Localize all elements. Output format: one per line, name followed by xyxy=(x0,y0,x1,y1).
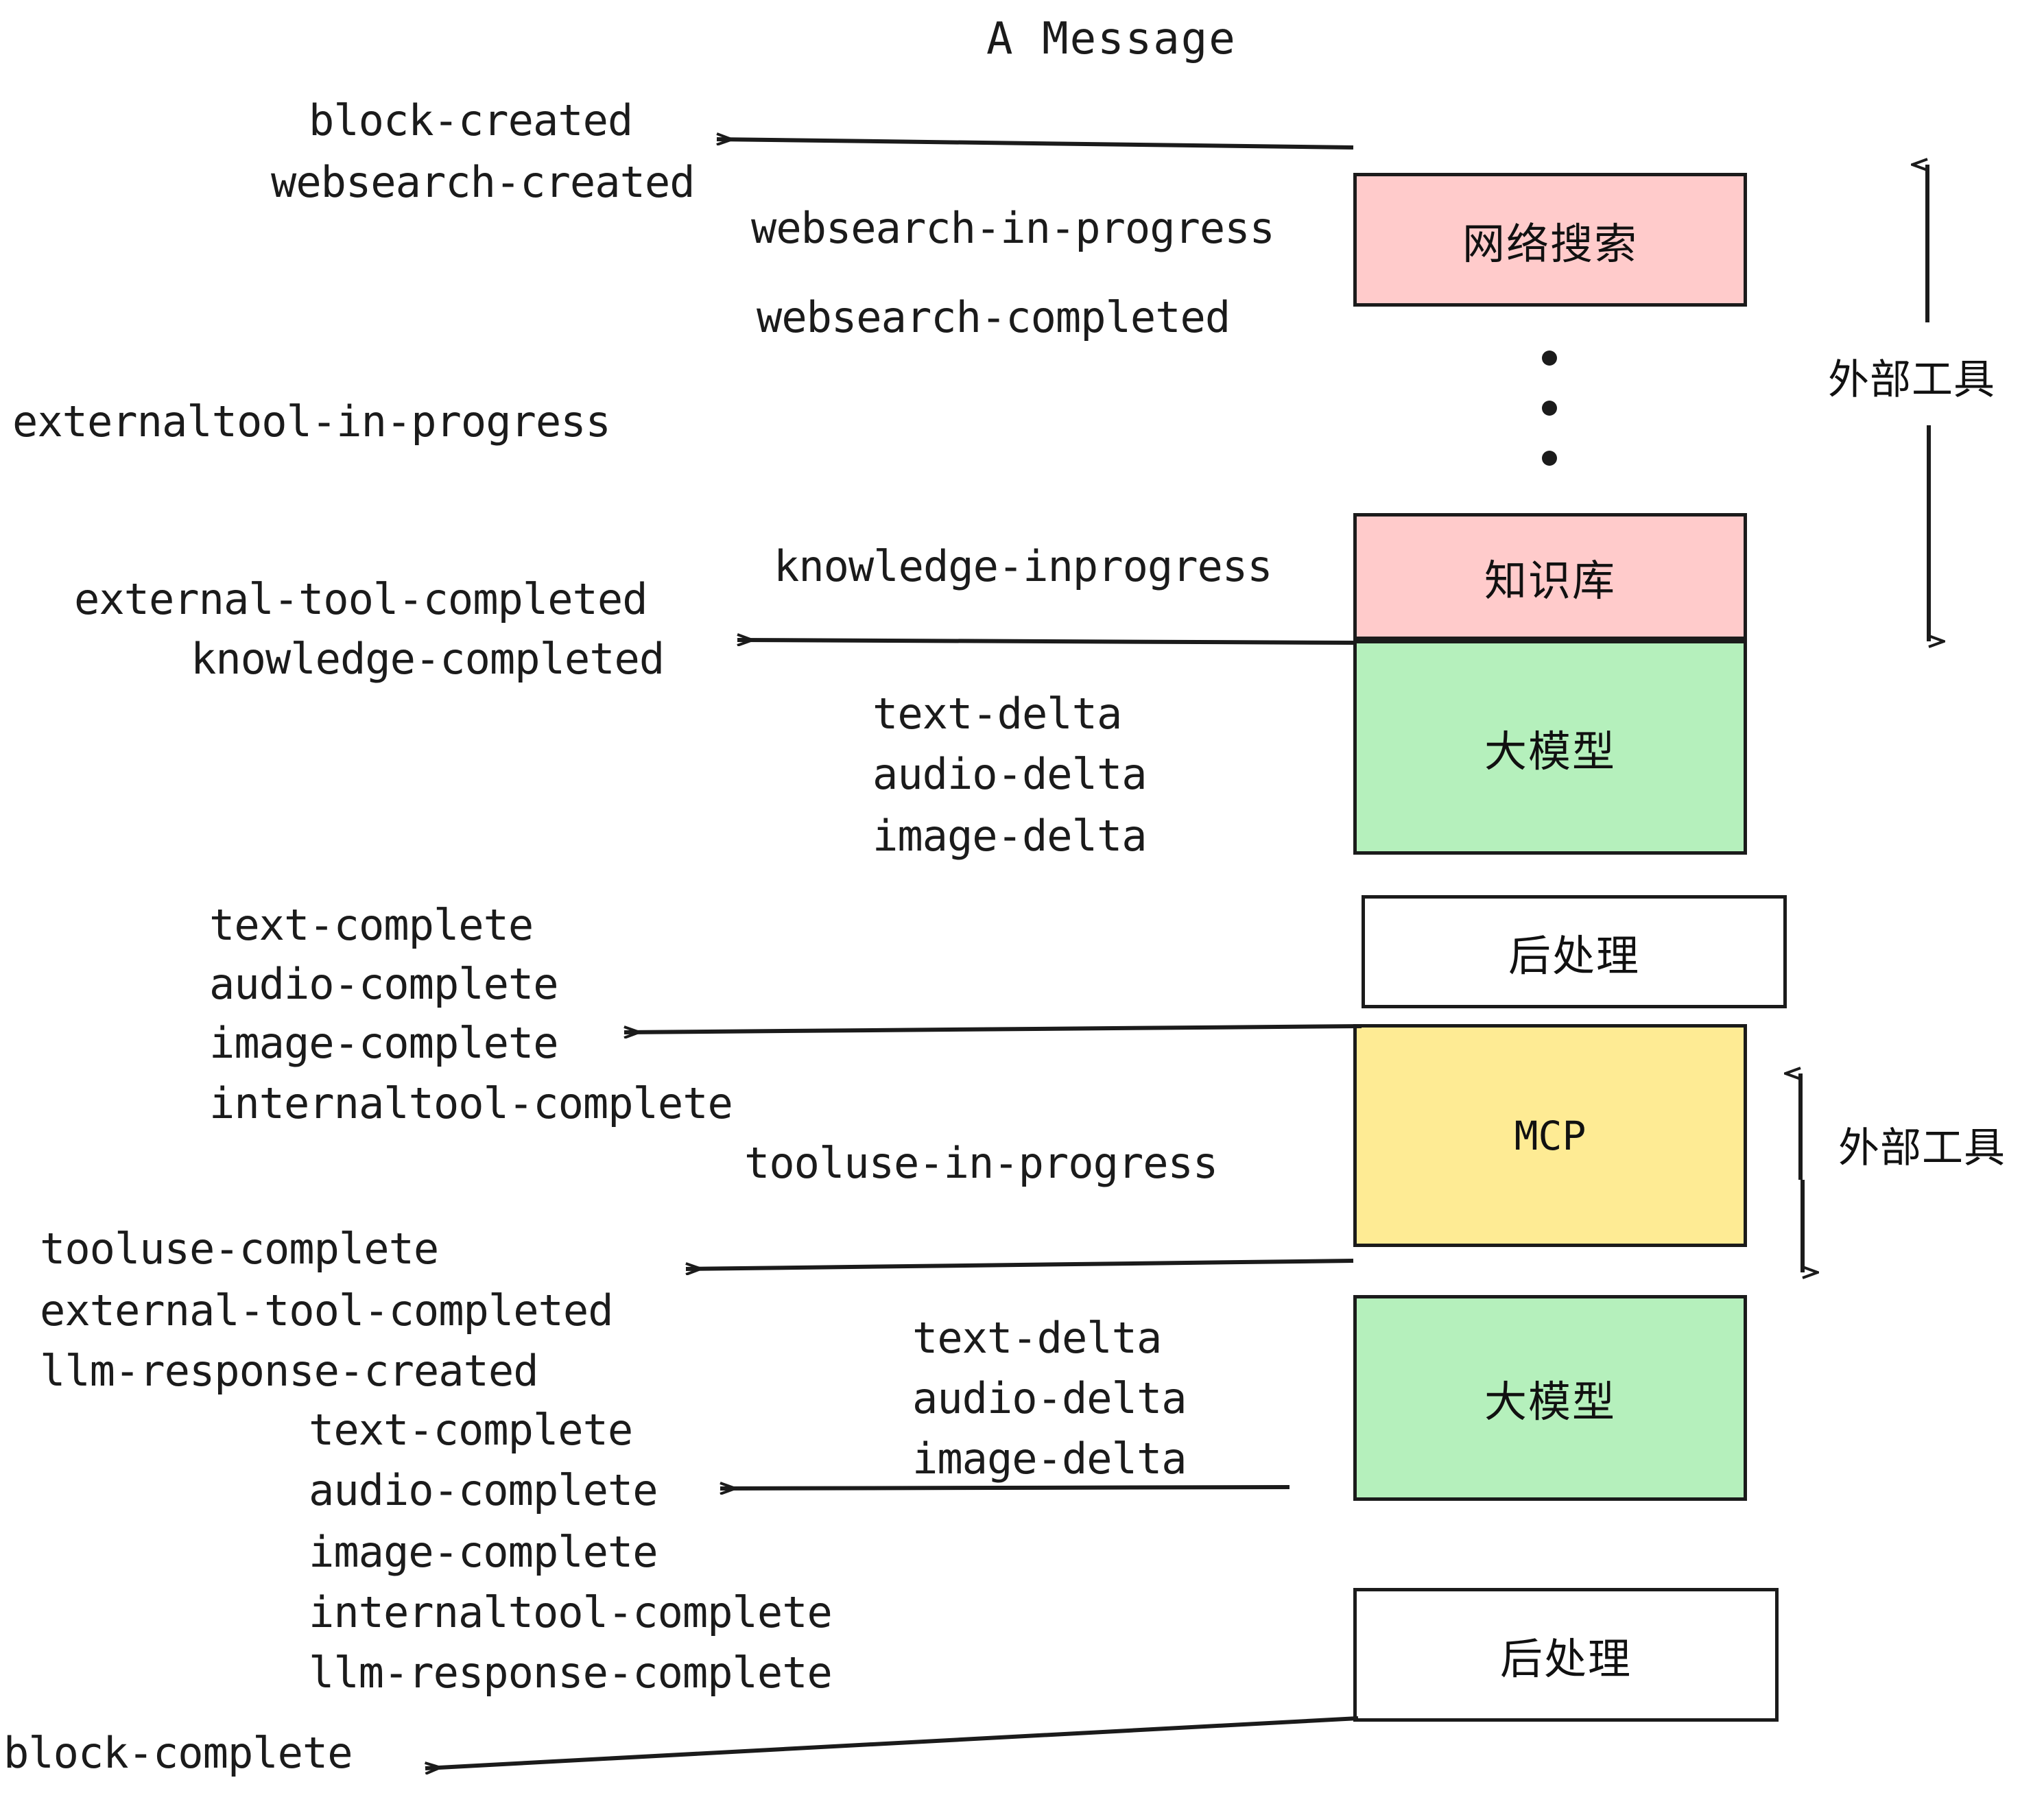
arrow-postprocess-to-image-complete xyxy=(624,1024,1362,1032)
event-label-audio-delta-1: audio-delta xyxy=(872,749,1148,799)
node-llm-primary[interactable]: 大模型 xyxy=(1353,640,1747,855)
event-label-audio-complete-2: audio-complete xyxy=(309,1465,658,1515)
event-label-internaltool-complete-2: internaltool-complete xyxy=(309,1587,833,1637)
event-label-audio-complete-1: audio-complete xyxy=(209,959,559,1009)
node-postprocess-lower[interactable]: 后处理 xyxy=(1353,1588,1779,1722)
event-label-image-delta-1: image-delta xyxy=(872,811,1148,861)
event-label-websearch-created: websearch-created xyxy=(271,157,696,207)
event-label-knowledge-inprogress: knowledge-inprogress xyxy=(774,541,1273,591)
node-mcp-label: MCP xyxy=(1514,1112,1587,1159)
event-label-block-complete: block-complete xyxy=(3,1728,353,1778)
node-mcp[interactable]: MCP xyxy=(1353,1024,1747,1247)
event-label-image-complete-2: image-complete xyxy=(309,1527,658,1577)
event-label-image-delta-2: image-delta xyxy=(912,1434,1187,1484)
event-label-tooluse-complete: tooluse-complete xyxy=(40,1224,439,1274)
event-label-tooluse-in-progress: tooluse-in-progress xyxy=(744,1138,1218,1188)
node-postprocess-lower-label: 后处理 xyxy=(1499,1633,1632,1684)
arrow-mcp-to-tooluse-complete xyxy=(686,1259,1354,1269)
event-label-text-delta-1: text-delta xyxy=(872,689,1122,739)
vertical-ellipsis xyxy=(1542,343,1557,473)
event-label-externaltool-in-progress: externaltool-in-progress xyxy=(12,396,611,447)
event-label-text-complete-1: text-complete xyxy=(209,900,534,950)
node-postprocess-upper-label: 后处理 xyxy=(1508,930,1640,981)
diagram-title: A Message xyxy=(986,14,1237,64)
event-label-websearch-in-progress: websearch-in-progress xyxy=(751,203,1275,253)
node-llm-secondary[interactable]: 大模型 xyxy=(1353,1295,1747,1501)
event-label-knowledge-completed: knowledge-completed xyxy=(191,634,665,684)
node-llm-primary-label: 大模型 xyxy=(1484,726,1616,776)
arrow-knowledge-to-completed xyxy=(737,640,1354,643)
node-knowledge[interactable]: 知识库 xyxy=(1353,513,1747,640)
arrow-postprocess-to-block-complete xyxy=(425,1716,1359,1768)
event-label-text-delta-2: text-delta xyxy=(912,1313,1162,1363)
event-label-external-tool-completed-2: external-tool-completed xyxy=(40,1285,614,1336)
node-llm-secondary-label: 大模型 xyxy=(1484,1377,1616,1427)
event-label-external-tool-completed-1: external-tool-completed xyxy=(74,574,648,624)
arrow-websearch-to-created xyxy=(717,139,1354,150)
event-label-websearch-completed: websearch-completed xyxy=(757,292,1231,342)
event-label-image-complete-1: image-complete xyxy=(209,1018,559,1068)
event-label-llm-response-complete: llm-response-complete xyxy=(309,1648,833,1698)
group-label-external-tools-bottom: 外部工具 xyxy=(1838,1124,2006,1172)
event-label-llm-response-created: llm-response-created xyxy=(40,1346,539,1396)
event-label-audio-delta-2: audio-delta xyxy=(912,1373,1187,1423)
arrow-llm-to-audio-complete xyxy=(720,1487,1290,1488)
event-label-block-created: block-created xyxy=(309,95,633,145)
node-websearch-label: 网络搜索 xyxy=(1462,218,1638,269)
node-postprocess-upper[interactable]: 后处理 xyxy=(1362,895,1787,1008)
event-label-text-complete-2: text-complete xyxy=(309,1405,633,1455)
event-label-internaltool-complete-1: internaltool-complete xyxy=(209,1078,733,1128)
node-knowledge-label: 知识库 xyxy=(1484,555,1616,606)
node-websearch[interactable]: 网络搜索 xyxy=(1353,173,1747,307)
group-label-external-tools-top: 外部工具 xyxy=(1828,356,1995,404)
